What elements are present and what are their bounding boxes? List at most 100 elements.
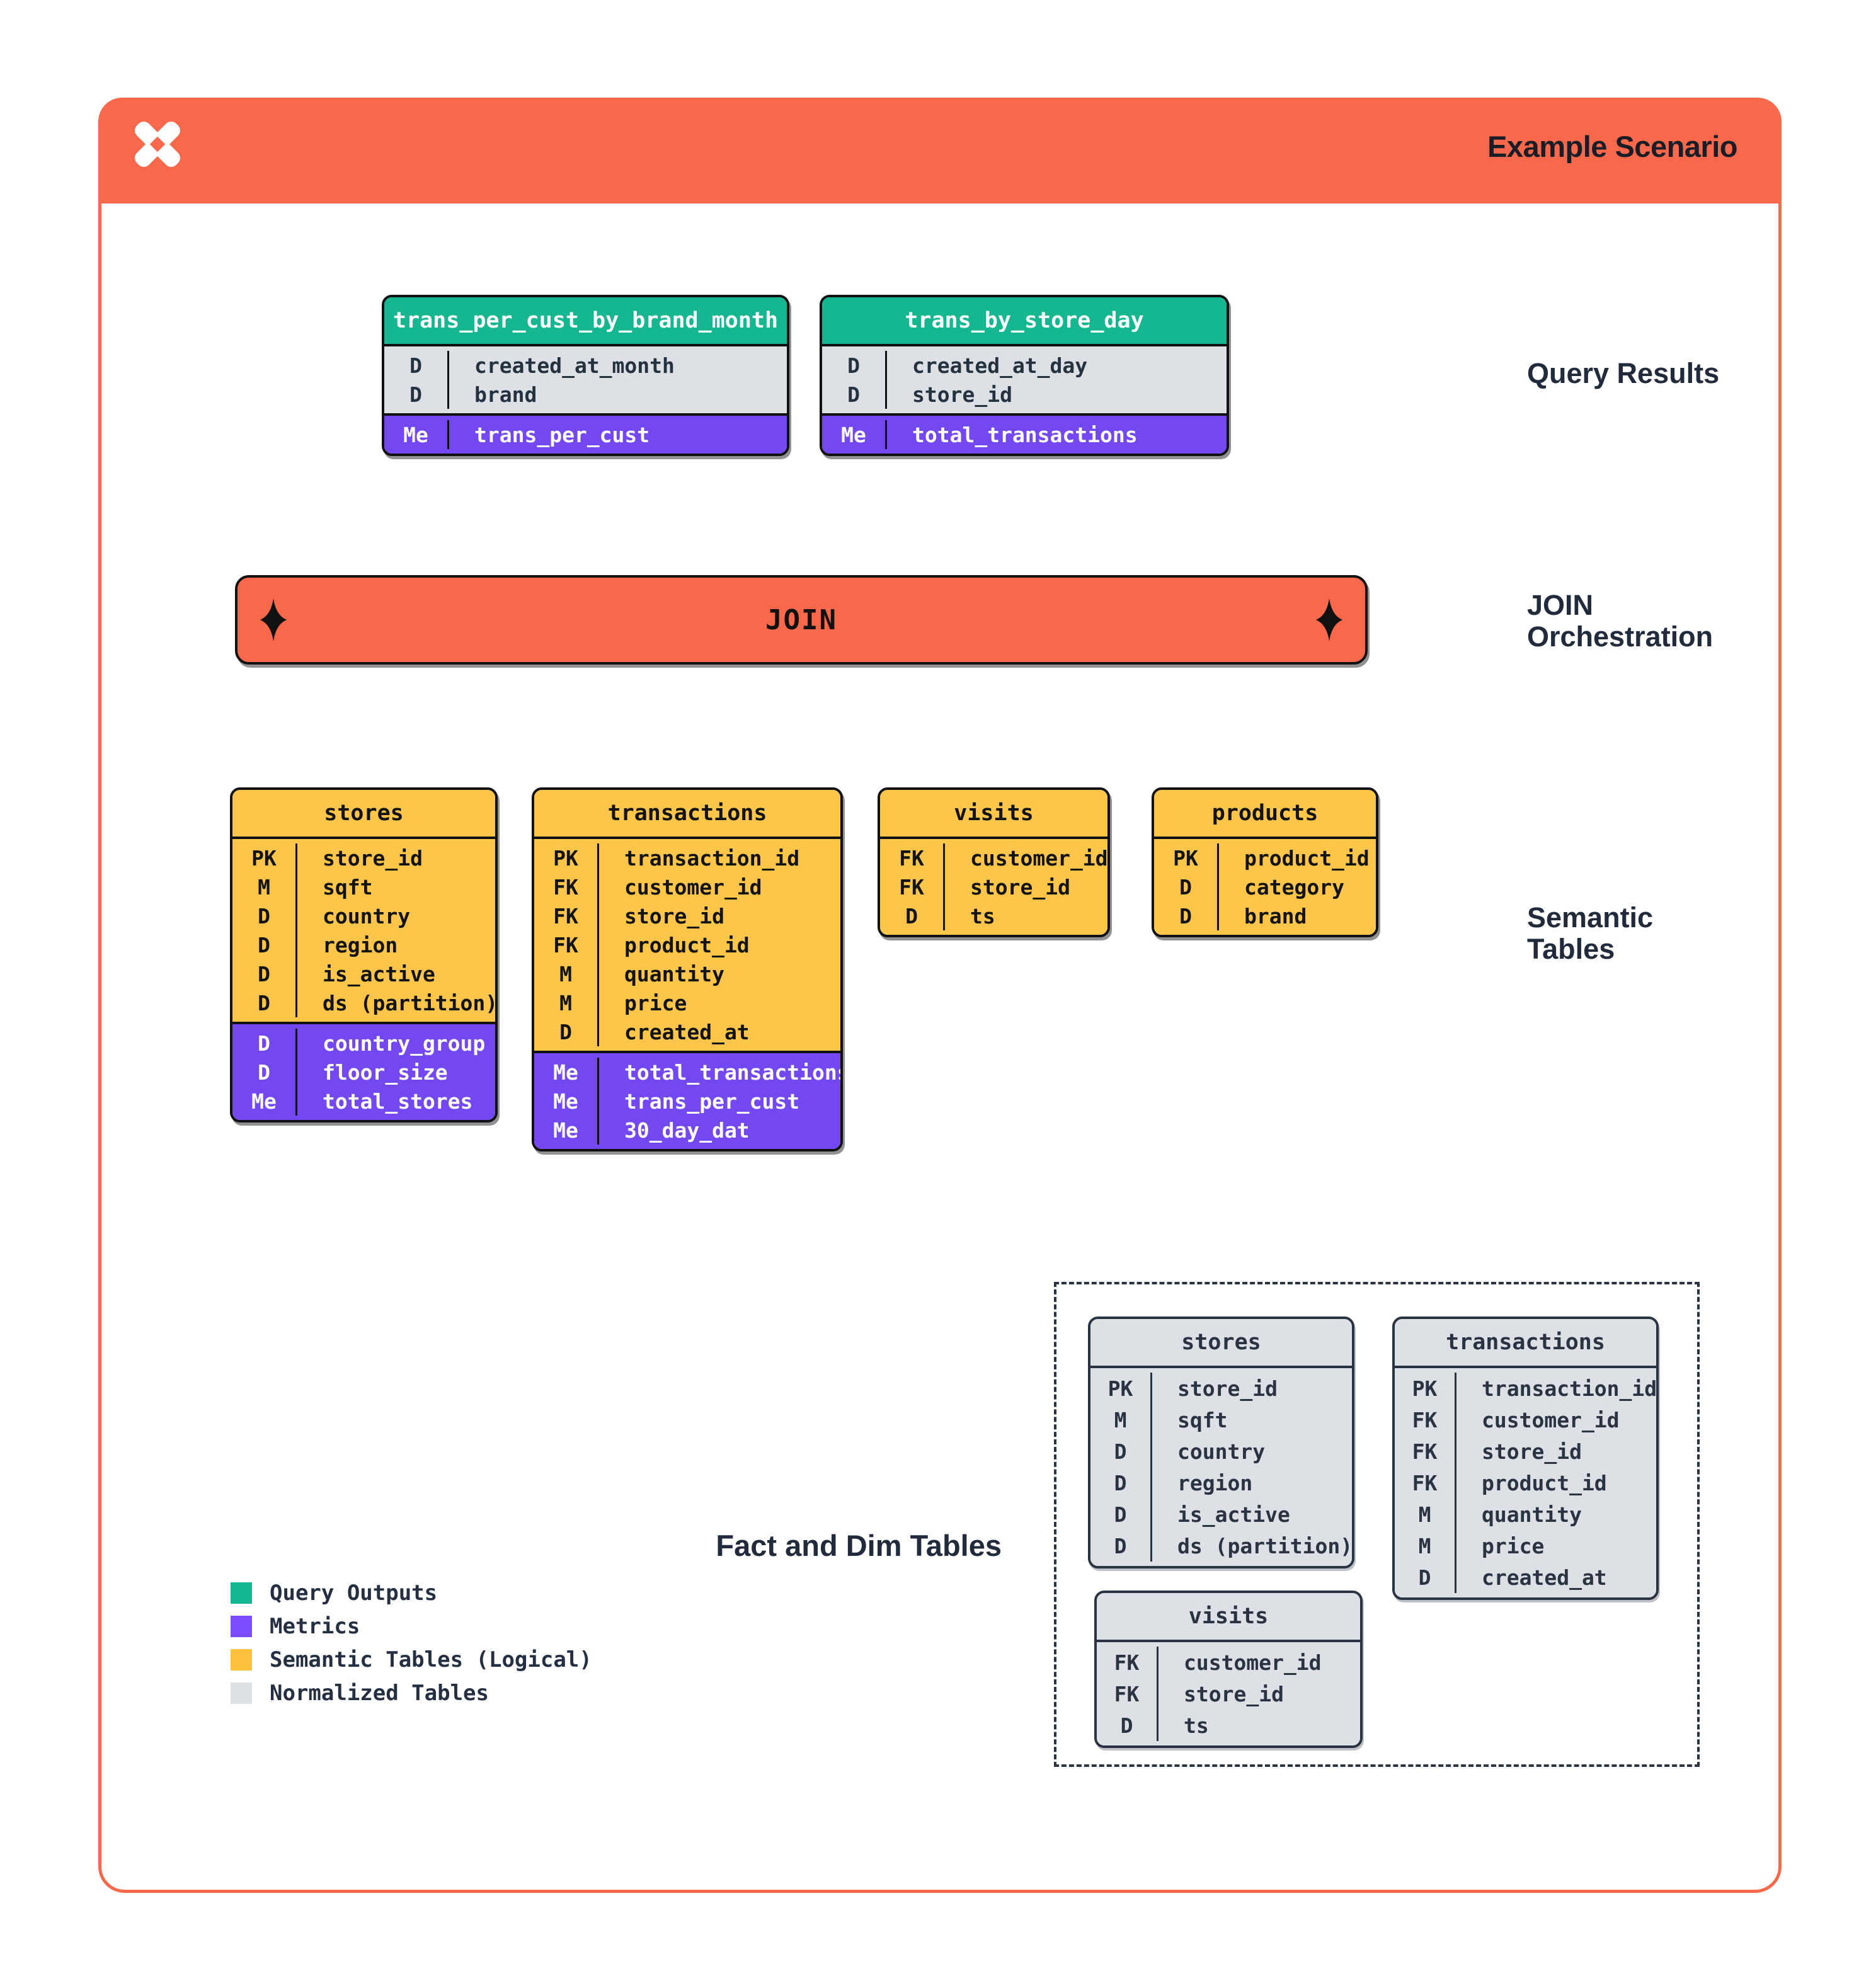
row-field-name: transaction_id <box>1482 1376 1657 1401</box>
row-field-name: created_at_day <box>912 353 1088 378</box>
row-field-name: quantity <box>1482 1502 1582 1527</box>
legend-swatch <box>231 1648 252 1671</box>
legend-swatch <box>231 1582 252 1604</box>
row-field-name: country <box>323 903 411 928</box>
row-field-name: product_id <box>1244 845 1370 871</box>
row-field-name: price <box>1482 1533 1545 1558</box>
table-row: FK store_id <box>1395 1436 1656 1467</box>
row-field-name: total_transactions <box>624 1060 843 1085</box>
legend-item: Metrics <box>231 1609 592 1643</box>
row-key-badge: M <box>534 988 599 1017</box>
table-row: PK product_id <box>1154 843 1376 872</box>
row-field-name: total_transactions <box>912 422 1138 447</box>
row-field-name: trans_per_cust <box>474 422 650 447</box>
join-orchestration-bar: JOIN <box>235 575 1368 665</box>
row-key-badge: FK <box>534 930 599 959</box>
row-key-badge: FK <box>1097 1647 1159 1678</box>
row-field-name: customer_id <box>1482 1407 1620 1432</box>
row-field-name: region <box>323 932 398 957</box>
row-field-name: price <box>624 990 687 1015</box>
row-key-badge: FK <box>1395 1436 1456 1467</box>
row-key-badge: PK <box>1154 843 1219 872</box>
table-title: stores <box>1090 1319 1352 1368</box>
row-key-badge: M <box>232 872 297 901</box>
row-field-name: created_at <box>624 1019 750 1044</box>
row-key-badge: D <box>1154 872 1219 901</box>
row-key-badge: D <box>1090 1467 1152 1499</box>
row-key-badge: PK <box>1090 1373 1152 1404</box>
row-field-name: region <box>1177 1470 1253 1495</box>
row-field-name: floor_size <box>323 1060 448 1085</box>
row-key-badge: M <box>1395 1499 1456 1530</box>
row-field-name: is_active <box>323 961 435 986</box>
row-field-name: customer_id <box>970 845 1108 871</box>
row-field-name: store_id <box>1482 1439 1582 1464</box>
row-key-badge: D <box>232 901 297 930</box>
row-key-badge: Me <box>822 420 887 449</box>
row-key-badge: D <box>1395 1562 1456 1593</box>
table-title: trans_by_store_day <box>822 297 1227 346</box>
four-point-star-icon <box>1316 598 1342 641</box>
row-field-name: store_id <box>1184 1681 1284 1706</box>
row-key-badge: D <box>384 351 449 380</box>
row-key-badge: PK <box>232 843 297 872</box>
row-key-badge: D <box>1154 901 1219 930</box>
table-row: Me total_transactions <box>534 1058 840 1087</box>
row-field-name: brand <box>474 382 537 407</box>
x-spark-logo-icon <box>135 122 180 167</box>
row-key-badge: M <box>1090 1404 1152 1436</box>
row-field-name: store_id <box>970 874 1070 900</box>
row-field-name: sqft <box>1177 1407 1228 1432</box>
row-key-badge: D <box>232 988 297 1017</box>
row-field-name: ts <box>1184 1713 1209 1738</box>
row-key-badge: D <box>1090 1530 1152 1562</box>
row-field-name: created_at_month <box>474 353 675 378</box>
row-field-name: quantity <box>624 961 724 986</box>
query-results-label: Query Results <box>1527 357 1720 389</box>
fact-dim-tables-box <box>1054 1282 1700 1767</box>
four-point-star-icon <box>260 598 287 641</box>
legend-swatch <box>231 1615 252 1637</box>
row-key-badge: Me <box>534 1058 599 1087</box>
row-field-name: store_id <box>624 903 724 928</box>
table-title: stores <box>232 790 495 839</box>
join-label: JOIN <box>765 603 837 636</box>
row-key-badge: FK <box>1395 1404 1456 1436</box>
metric-rows: Me total_transactions <box>822 413 1227 454</box>
fact-dim-tables-label: Fact and Dim Tables <box>716 1529 1002 1562</box>
table-title: trans_per_cust_by_brand_month <box>384 297 787 346</box>
table-title: visits <box>880 790 1107 839</box>
table-row: Me total_transactions <box>822 420 1227 449</box>
row-key-badge: Me <box>232 1087 297 1116</box>
row-field-name: created_at <box>1482 1565 1607 1590</box>
row-field-name: country_group <box>323 1031 486 1056</box>
legend-swatch <box>231 1682 252 1704</box>
